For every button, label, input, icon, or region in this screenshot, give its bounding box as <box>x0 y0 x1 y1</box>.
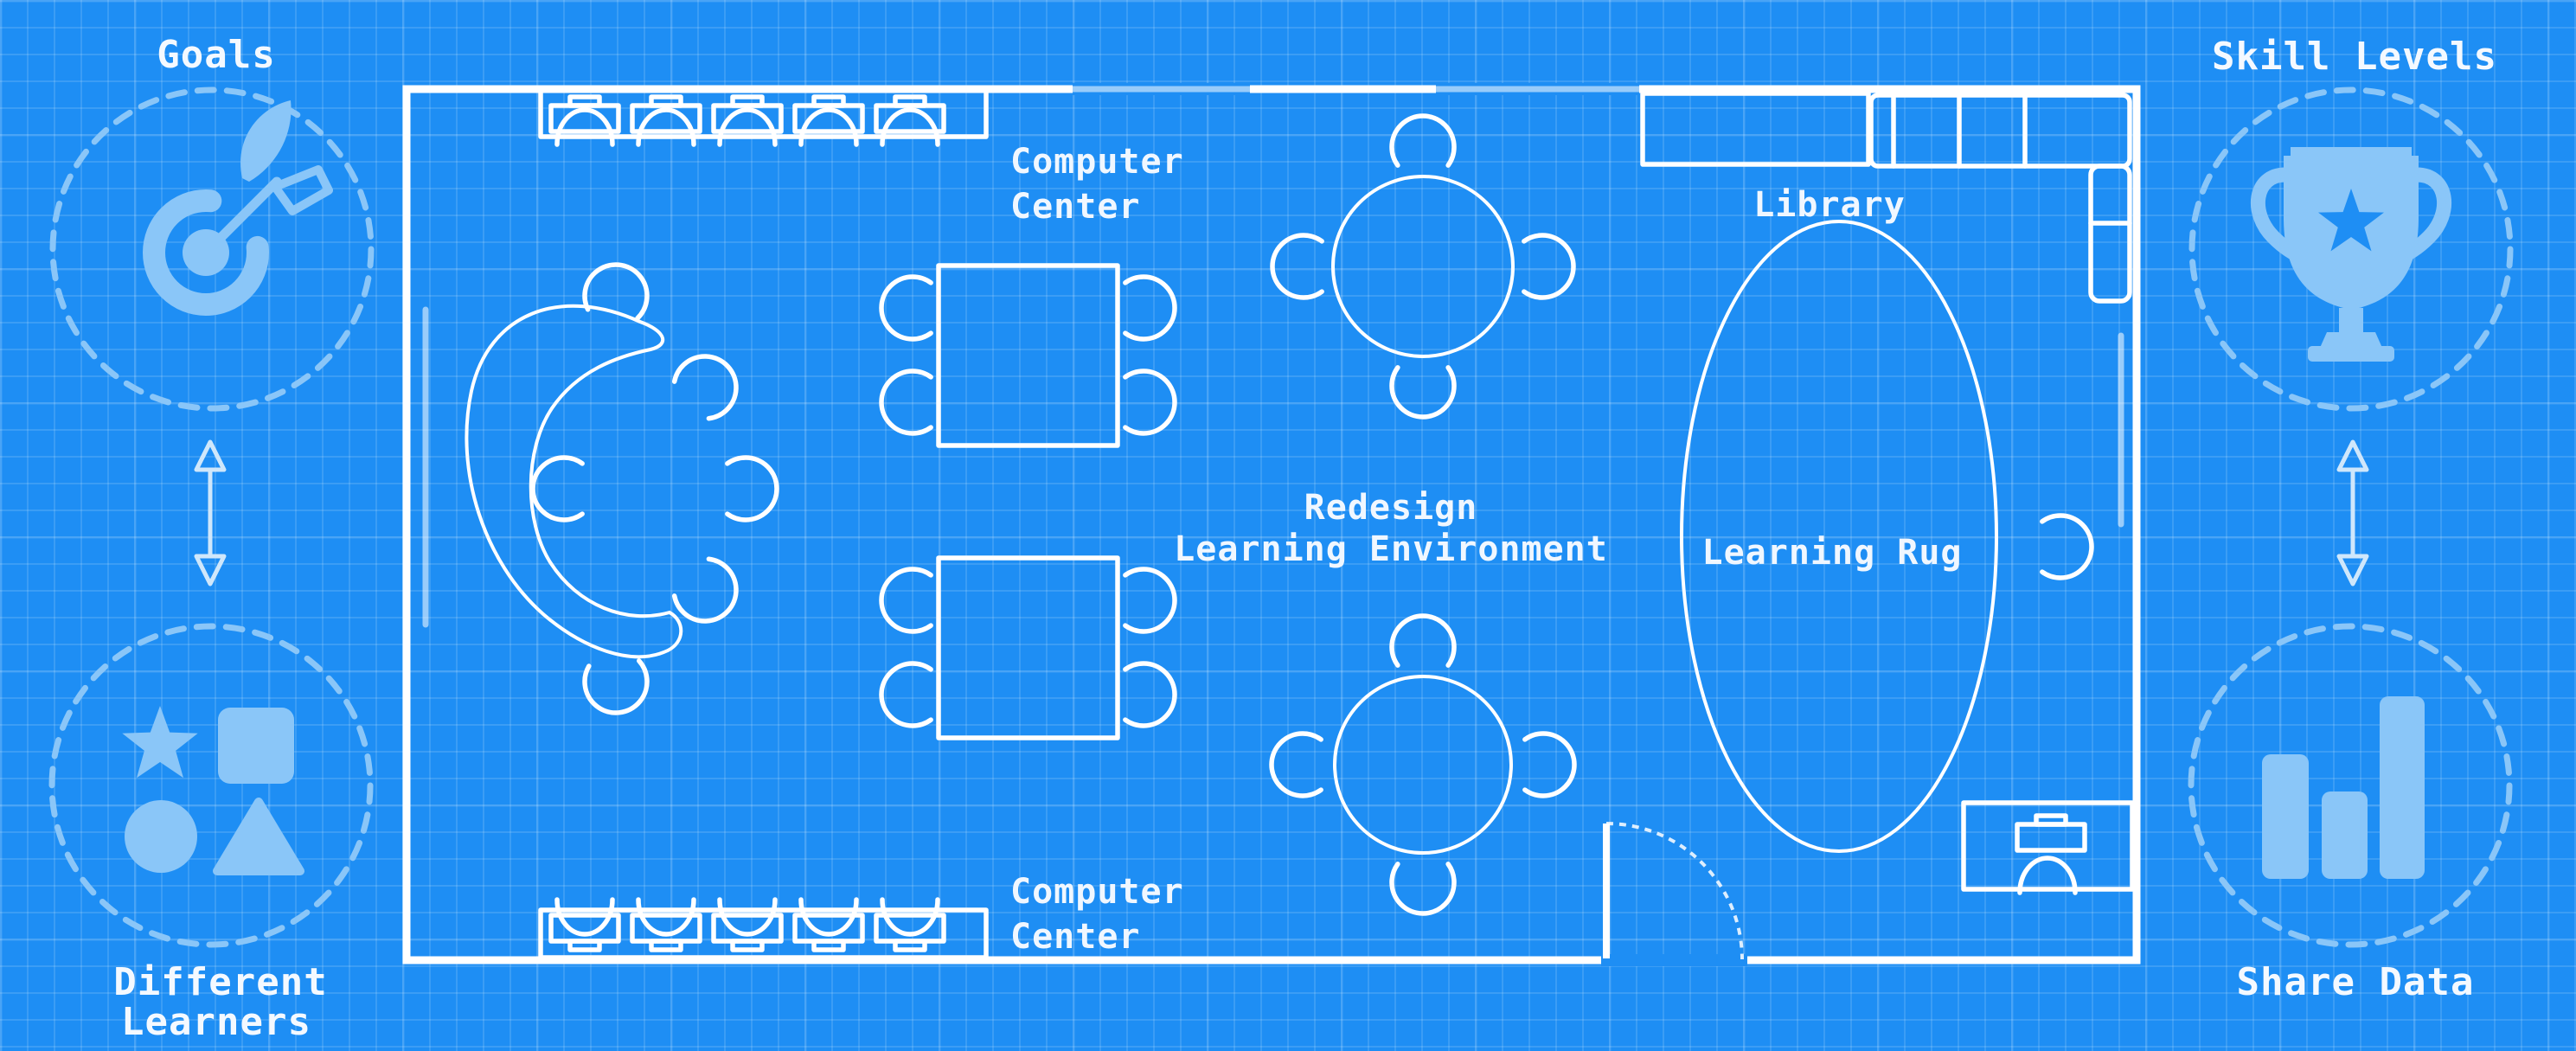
goals-dashed-circle <box>49 87 375 412</box>
learning-rug <box>1680 220 1998 853</box>
right-double-arrow <box>2336 439 2369 586</box>
share-data-dashed-circle <box>2188 623 2513 948</box>
computer-center-bottom: Computer Center <box>538 872 1184 960</box>
library-couch <box>1868 93 2132 304</box>
chair <box>881 371 944 433</box>
learning-rug-label: Learning Rug <box>1702 533 1963 573</box>
skill-levels-section: Skill Levels <box>2188 35 2514 412</box>
different-learners-section: Different Learners <box>48 623 374 1044</box>
chair <box>557 110 612 144</box>
chair <box>1511 235 1573 298</box>
chair <box>1392 851 1454 913</box>
goals-section: Goals <box>49 33 375 412</box>
library-area: Library <box>1640 91 2132 304</box>
chair <box>2029 516 2092 578</box>
bookshelf <box>1640 91 1871 167</box>
rect-table <box>936 555 1120 740</box>
chair <box>1392 116 1454 178</box>
chair <box>1112 663 1175 726</box>
chair <box>881 277 944 339</box>
different-learners-label-line1: Different <box>113 960 327 1004</box>
chair <box>881 569 944 631</box>
goals-label: Goals <box>157 33 275 77</box>
bar-chart-icon <box>2262 696 2425 879</box>
door-swing-arc <box>1605 822 1744 960</box>
target-icon <box>143 100 333 316</box>
round-table-group-1 <box>1272 116 1573 417</box>
chair <box>720 110 775 144</box>
chair <box>1112 371 1175 433</box>
computer-center-top-label-line2: Center <box>1010 187 1141 227</box>
plan-title-line1: Redesign <box>1304 488 1478 528</box>
chair <box>1512 734 1574 796</box>
computer-icon <box>2017 816 2085 850</box>
share-data-label: Share Data <box>2237 960 2475 1004</box>
skill-levels-label: Skill Levels <box>2212 35 2497 79</box>
door <box>1601 822 1747 966</box>
computer-center-top-label-line1: Computer <box>1010 142 1184 182</box>
teacher-desk <box>1961 800 2135 892</box>
chair <box>801 110 856 144</box>
computer-center-top: Computer Center <box>538 87 1184 227</box>
rect-table-group-1 <box>881 263 1175 448</box>
chair <box>533 458 595 520</box>
chair <box>1112 569 1175 631</box>
chair <box>1392 355 1454 417</box>
left-double-arrow <box>194 439 227 586</box>
chair <box>882 110 938 144</box>
computer-desk-bottom <box>538 907 989 960</box>
chair <box>1112 277 1175 339</box>
rect-table-group-2 <box>881 555 1175 740</box>
chair <box>714 458 777 520</box>
teacher-desk-group <box>1961 800 2135 893</box>
kidney-table-group <box>465 260 777 715</box>
chair <box>1272 734 1334 796</box>
chair <box>661 343 749 432</box>
trophy-icon <box>2251 147 2451 362</box>
plan-title-line2: Learning Environment <box>1174 529 1608 569</box>
different-learners-dashed-circle <box>48 623 374 948</box>
share-data-section: Share Data <box>2188 623 2513 1004</box>
round-table <box>1333 675 1513 855</box>
computer-center-bottom-label-line1: Computer <box>1010 872 1184 912</box>
computer-desk-top <box>538 87 989 139</box>
computer-center-bottom-label-line2: Center <box>1010 917 1141 957</box>
chair <box>661 546 749 634</box>
chair <box>1392 616 1454 678</box>
skill-levels-dashed-circle <box>2188 87 2514 412</box>
kidney-table <box>465 304 683 659</box>
room-walls <box>402 85 2141 964</box>
round-table-group-2 <box>1272 616 1574 913</box>
different-learners-label-line2: Learners <box>121 1000 311 1044</box>
library-label: Library <box>1753 185 1906 225</box>
rect-table <box>936 263 1120 448</box>
shapes-icon <box>122 706 304 875</box>
floor-plan: Computer Center Computer Center <box>402 83 2141 966</box>
round-table <box>1331 175 1515 358</box>
chair <box>638 110 694 144</box>
learning-rug-group: Learning Rug <box>1680 220 2092 853</box>
chair <box>881 663 944 726</box>
chair <box>1272 235 1335 298</box>
